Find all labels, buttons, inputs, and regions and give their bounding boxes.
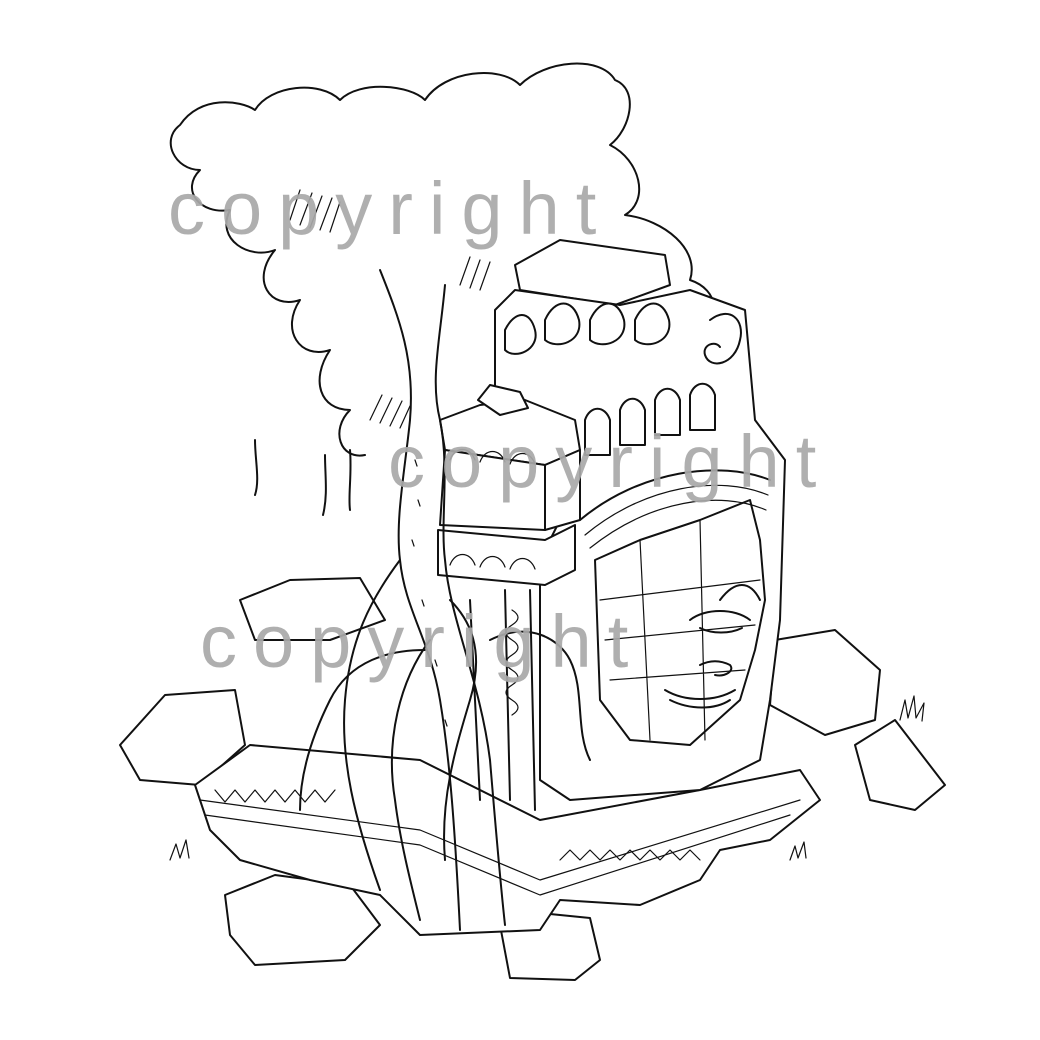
stone-face: [594, 499, 766, 746]
tree-canopy: [169, 62, 715, 516]
tree-trunk-roots: [299, 269, 591, 931]
rubble-blocks: [119, 577, 946, 981]
corner-pillar: [437, 384, 581, 811]
grass-tufts: [169, 695, 925, 861]
